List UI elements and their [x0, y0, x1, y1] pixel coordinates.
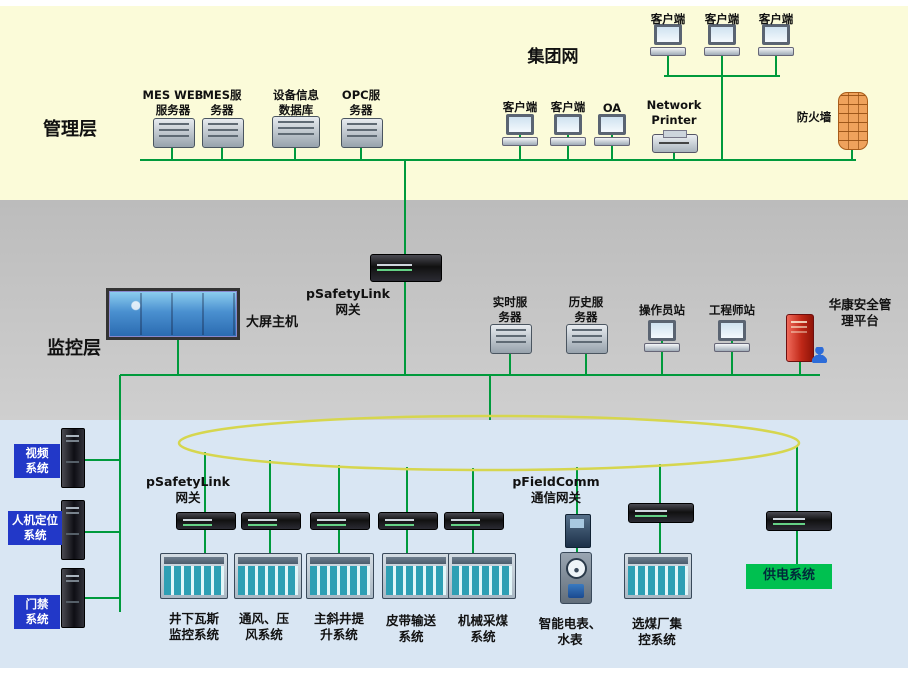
top-client-label: 客户端	[704, 12, 740, 26]
switch-rack-icon	[766, 511, 832, 531]
huakang-platform-label: 华康安全管 理平台	[828, 297, 892, 329]
operator-station-label: 操作员站	[639, 303, 685, 317]
hoisting-label: 主斜井提 升系统	[313, 611, 364, 643]
coal-prep-plant-label: 选煤厂集 控系统	[631, 616, 682, 648]
switch-rack-icon	[310, 512, 370, 530]
client-pc-icon	[650, 24, 686, 56]
power-system-label: 供电系统	[746, 564, 832, 589]
ring-network-ellipse	[177, 414, 801, 472]
monitoring-layer-label: 监控层	[47, 338, 101, 359]
client-label: 客户端	[550, 100, 586, 114]
switch-rack-icon	[628, 503, 694, 523]
client-pc-icon	[502, 114, 538, 146]
gas-monitoring-label: 井下瓦斯 监控系统	[168, 611, 219, 643]
coal-mining-label: 机械采煤 系统	[457, 613, 508, 645]
big-screen-label: 大屏主机	[245, 315, 298, 330]
field-psafetylink-gateway-label: pSafetyLink 网关	[146, 474, 230, 506]
printer-icon	[652, 130, 698, 153]
mes-web-server-label: MES WEB 服务器	[142, 88, 204, 117]
personnel-positioning-label: 人机定位 系统	[8, 511, 62, 545]
ventilation-label: 通风、压 风系统	[238, 611, 289, 643]
red-server-icon	[786, 314, 827, 363]
engineer-station-label: 工程师站	[709, 303, 755, 317]
firewall-label: 防火墙	[796, 110, 832, 124]
plc-rack-icon	[382, 553, 450, 599]
access-control-label: 门禁 系统	[14, 595, 60, 629]
history-server-label: 历史服 务器	[568, 295, 604, 324]
big-screen-icon	[106, 288, 240, 340]
plc-rack-icon	[306, 553, 374, 599]
management-layer-label: 管理层	[43, 119, 97, 140]
oa-label: OA	[602, 101, 622, 115]
server-icon	[490, 324, 532, 354]
client-pc-icon	[758, 24, 794, 56]
plc-rack-icon	[624, 553, 692, 599]
plc-rack-icon	[160, 553, 228, 599]
realtime-server-label: 实时服 务器	[492, 295, 528, 324]
client-pc-icon	[704, 24, 740, 56]
switch-rack-icon	[241, 512, 301, 530]
opc-server-label: OPC服 务器	[341, 88, 381, 117]
field-gateway-icon	[565, 514, 591, 548]
gateway-rack-icon	[370, 254, 442, 282]
management-layer-band	[0, 6, 908, 200]
client-pc-icon	[594, 114, 630, 146]
field-layer-band	[0, 420, 908, 668]
server-icon	[202, 118, 244, 148]
group-network-label: 集团网	[527, 47, 579, 67]
plc-rack-icon	[234, 553, 302, 599]
smart-meter-label: 智能电表、 水表	[538, 616, 602, 648]
client-pc-icon	[550, 114, 586, 146]
switch-rack-icon	[378, 512, 438, 530]
server-icon	[341, 118, 383, 148]
switch-rack-icon	[176, 512, 236, 530]
client-label: 客户端	[502, 100, 538, 114]
server-icon	[153, 118, 195, 148]
tower-pc-icon	[61, 568, 85, 628]
video-system-label: 视频 系统	[14, 444, 60, 478]
workstation-pc-icon	[714, 320, 750, 352]
meter-icon	[560, 552, 592, 604]
server-icon	[566, 324, 608, 354]
top-client-label: 客户端	[650, 12, 686, 26]
top-client-label: 客户端	[758, 12, 794, 26]
switch-rack-icon	[444, 512, 504, 530]
network-printer-label: Network Printer	[646, 98, 702, 127]
workstation-pc-icon	[644, 320, 680, 352]
tower-pc-icon	[61, 500, 85, 560]
pfieldcomm-gateway-label: pFieldComm 通信网关	[512, 474, 600, 506]
belt-conveyor-label: 皮带输送 系统	[385, 613, 436, 645]
plc-rack-icon	[448, 553, 516, 599]
server-icon	[272, 116, 320, 148]
device-info-db-label: 设备信息 数据库	[273, 88, 319, 117]
tower-pc-icon	[61, 428, 85, 488]
psafetylink-gateway-label: pSafetyLink 网关	[306, 286, 390, 318]
firewall-icon	[838, 92, 868, 150]
mes-server-label: MES服 务器	[202, 88, 242, 117]
